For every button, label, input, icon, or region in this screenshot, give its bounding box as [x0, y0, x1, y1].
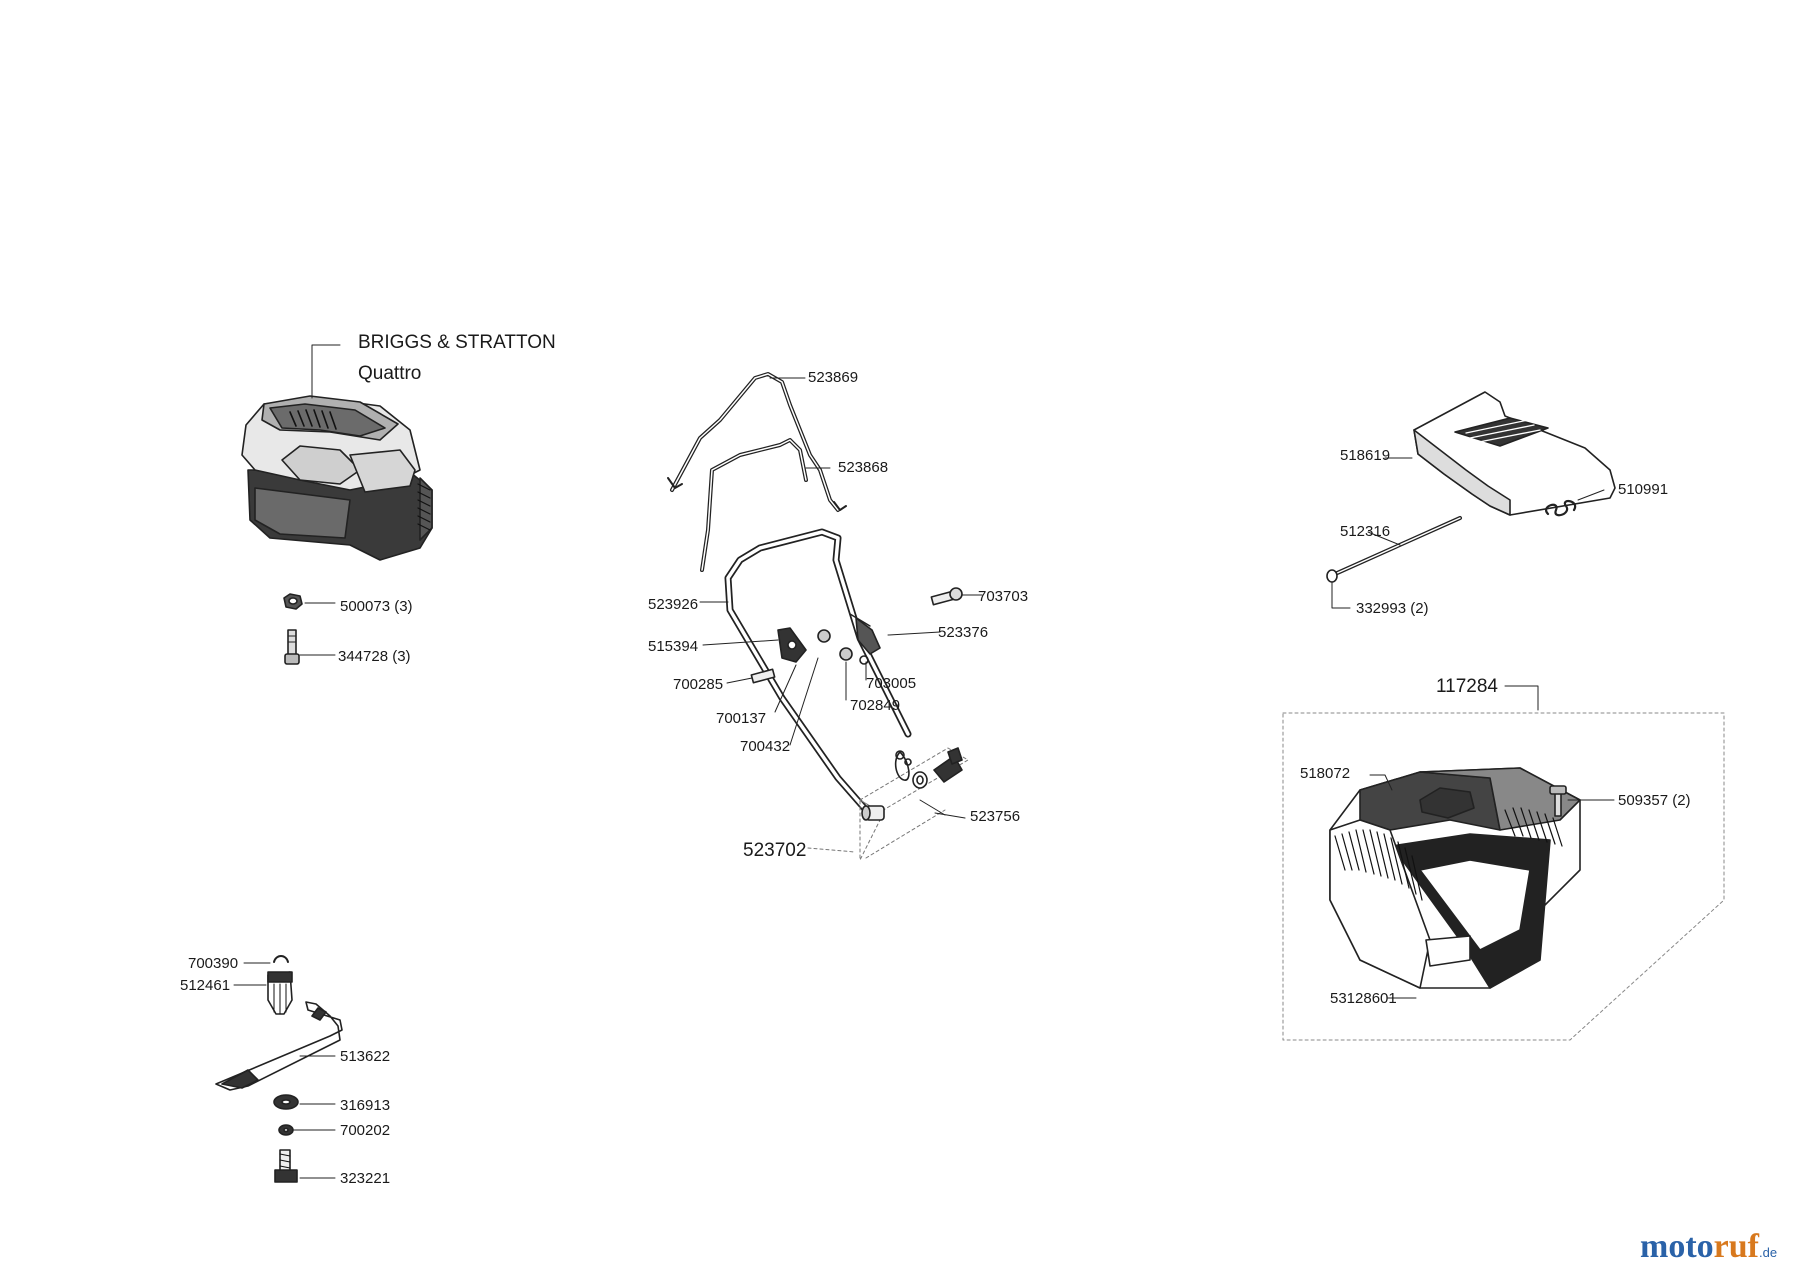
- part-label-117284: 117284: [1436, 676, 1498, 697]
- part-label-316913: 316913: [340, 1097, 391, 1114]
- engine-model-label: Quattro: [358, 363, 422, 384]
- part-label-523702: 523702: [743, 840, 807, 861]
- stud-344728-drawing: [284, 629, 336, 665]
- part-label-332993: 332993 (2): [1356, 600, 1429, 617]
- part-label-512316: 512316: [1340, 523, 1391, 540]
- part-label-523926: 523926: [648, 596, 699, 613]
- part-label-510991: 510991: [1618, 481, 1669, 498]
- part-label-523756: 523756: [970, 808, 1021, 825]
- part-label-53128601: 53128601: [1330, 990, 1397, 1007]
- catcher-drawing: [1282, 685, 1725, 1041]
- part-label-523868: 523868: [838, 459, 889, 476]
- part-label-518619: 518619: [1340, 447, 1391, 464]
- watermark-logo: motoruf.de: [1640, 1228, 1777, 1266]
- part-label-512461: 512461: [180, 977, 231, 994]
- bracket-assembly-drawing: [702, 587, 983, 746]
- part-label-509357: 509357 (2): [1618, 792, 1691, 809]
- part-label-700432: 700432: [740, 738, 791, 755]
- part-label-700202: 700202: [340, 1122, 391, 1139]
- engine-brand-label: BRIGGS & STRATTON: [358, 332, 556, 353]
- part-label-515394: 515394: [648, 638, 699, 655]
- watermark-part1: moto: [1640, 1228, 1714, 1265]
- part-label-518072: 518072: [1300, 765, 1351, 782]
- part-label-700285: 700285: [673, 676, 724, 693]
- upper-handle-drawing: [667, 372, 847, 512]
- part-label-323221: 323221: [340, 1170, 391, 1187]
- handle-bar-drawing: [700, 438, 831, 572]
- part-label-513622: 513622: [340, 1048, 391, 1065]
- part-label-702849: 702849: [850, 697, 901, 714]
- rod-512316-drawing: [1326, 516, 1462, 609]
- kit-523756-drawing: [807, 747, 969, 861]
- spring-510991-drawing: [1545, 489, 1605, 517]
- part-label-500073: 500073 (3): [340, 598, 413, 615]
- blade-assembly-drawing: [215, 955, 343, 1183]
- flap-drawing: [1384, 391, 1616, 516]
- part-label-344728: 344728 (3): [338, 648, 411, 665]
- watermark-part2: ruf: [1713, 1228, 1759, 1265]
- watermark-tld: .de: [1758, 1245, 1778, 1260]
- engine-drawing: [241, 344, 433, 561]
- part-label-703005: 703005: [866, 675, 917, 692]
- lower-handle-drawing: [699, 528, 912, 814]
- part-label-703703: 703703: [978, 588, 1029, 605]
- part-label-700390: 700390: [188, 955, 239, 972]
- part-label-700137: 700137: [716, 710, 767, 727]
- part-label-523376: 523376: [938, 624, 989, 641]
- part-label-523869: 523869: [808, 369, 859, 386]
- nut-500073-drawing: [283, 593, 336, 610]
